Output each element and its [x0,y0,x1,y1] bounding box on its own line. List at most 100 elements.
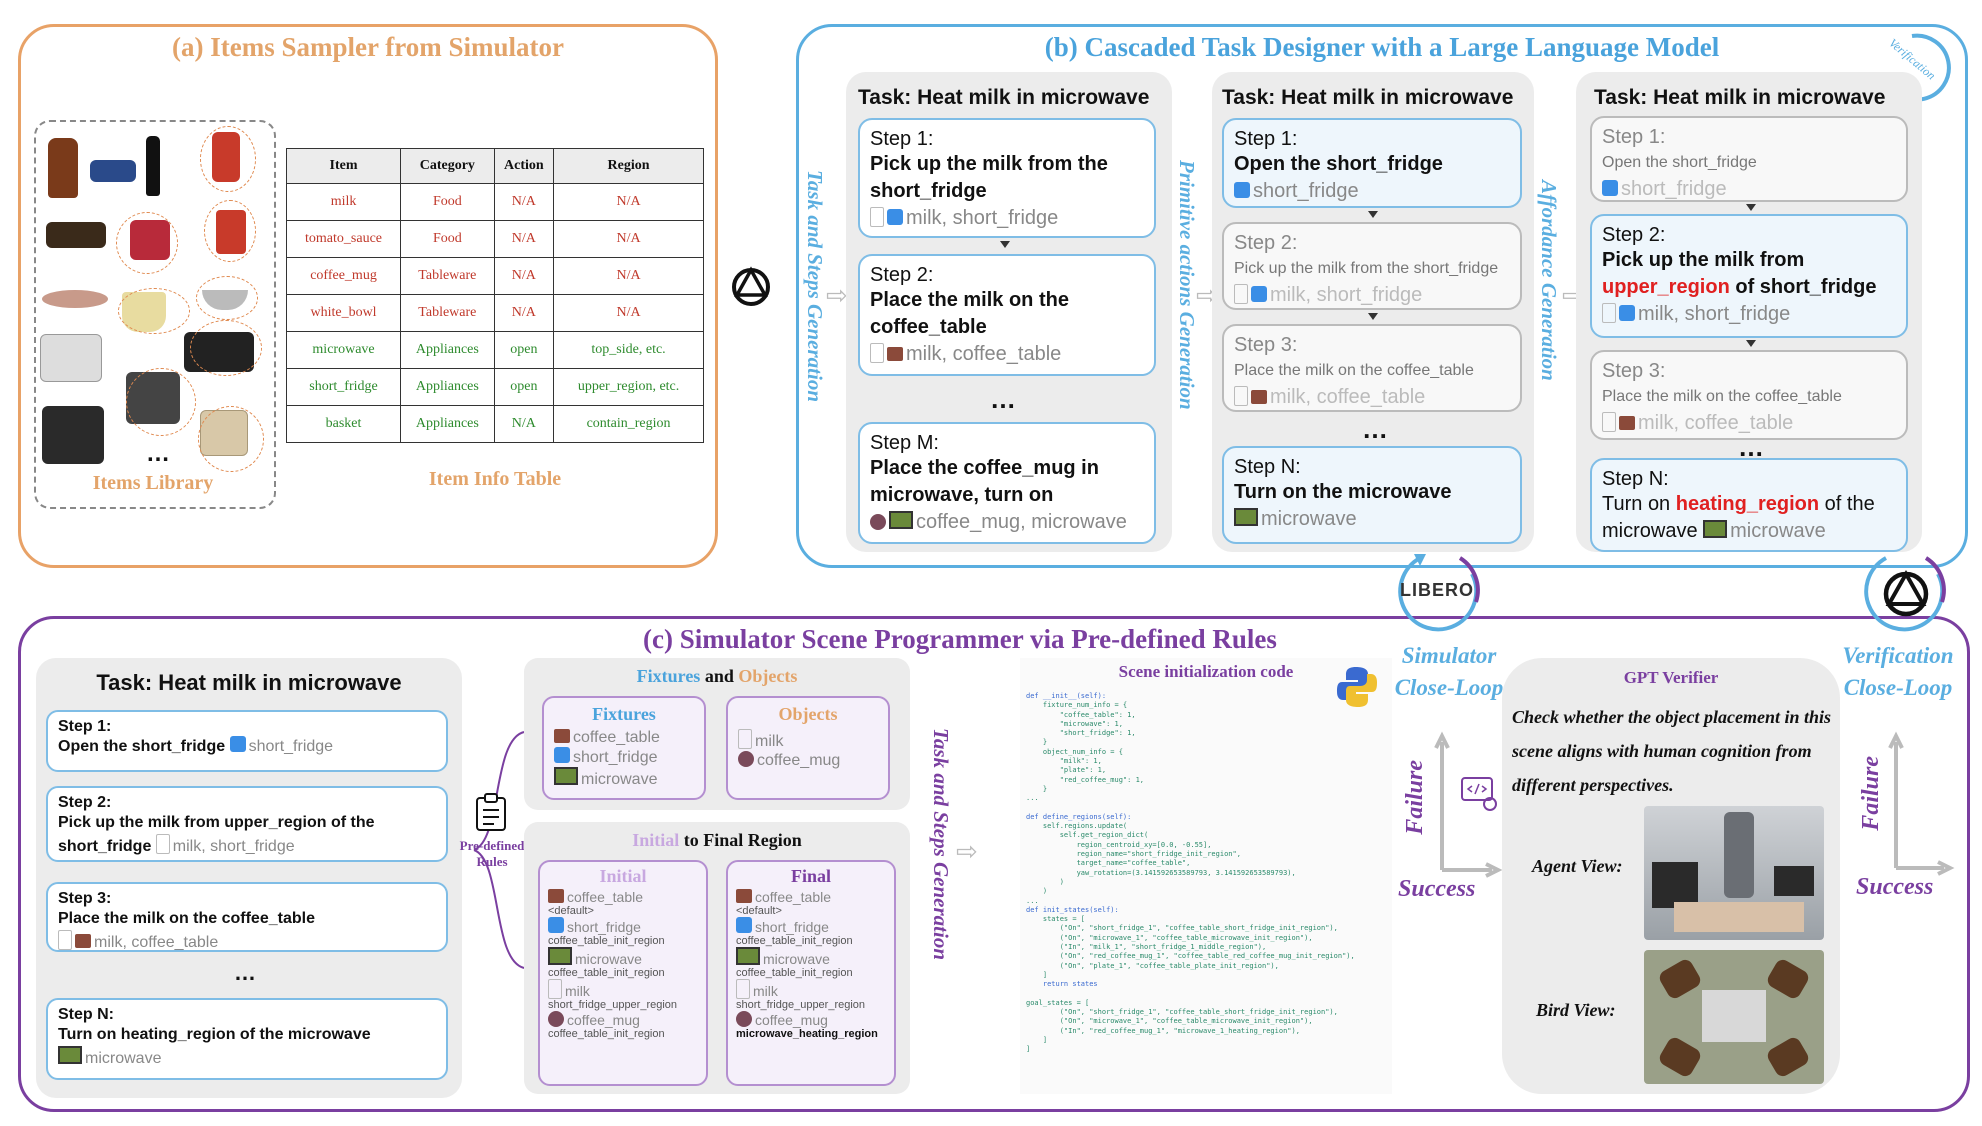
code-line: yaw_rotation=(3.141592653589793, 3.14159… [1026,868,1296,877]
step-label: Step 3: [1234,334,1298,356]
region-object-name: coffee_table [567,889,644,905]
step-label: Step N: [1602,468,1669,490]
ellipsis: … [1362,414,1388,444]
mug-icon [548,1011,564,1027]
primitive-actions-generation-label: Primitive actions Generation [1175,160,1199,410]
chair-shape [1764,1035,1812,1079]
region-name: short_fridge_upper_region [548,999,678,1011]
region-name: microwave_heating_region [736,1028,878,1040]
code-line: ("On", "microwave_1", "coffee_table_micr… [1026,933,1313,942]
step-objects: milk, coffee_table [1602,412,1896,435]
highlight-circle [190,320,262,376]
step-objects-text: milk, short_fridge [1638,303,1791,325]
butter-box-image [46,222,106,248]
panel-b-frame [796,24,1968,568]
step-objects: milk, short_fridge [1234,284,1510,307]
step-objects-text: milk, short_fridge [906,207,1059,229]
microwave-icon [889,511,913,529]
step-label: Step 2: [1602,224,1666,246]
step-label: Step 3: [58,890,112,907]
step-objects: milk, coffee_table [58,930,436,952]
step-label: Step 1: [1602,126,1666,148]
table-header-cell: Category [400,148,495,184]
table-cell: N/A [493,220,555,258]
panel-a-frame [18,24,718,568]
step-card: Step 3: Place the milk on the coffee_tab… [1590,350,1908,440]
table-icon [75,934,91,948]
object-item: milk [738,729,878,751]
region-name: coffee_table_init_region [548,1028,665,1040]
chair-shape [1764,957,1812,1001]
step-card: Step N: Turn on heating_region of the mi… [46,998,448,1080]
table-cell: N/A [553,294,704,332]
table-cell: open [493,368,555,406]
region-object-name: microwave [575,951,642,967]
gpt-verifier-prompt: Check whether the object placement in th… [1512,707,1831,795]
code-line: "coffee_table": 1, [1026,710,1136,719]
step-card: Step 3: Place the milk on the coffee_tab… [1222,324,1522,412]
item-info-table-label: Item Info Table [428,468,562,490]
title-objects: Objects [738,666,798,686]
table-header-cell: Action [493,148,555,184]
fridge-cube-icon [1251,286,1267,302]
table-cell: Tableware [400,294,495,332]
step-card: Step 1: Open the short_fridge short_frid… [1222,118,1522,208]
fixtures-heading: Fixtures [592,704,656,724]
bird-view-image [1644,950,1824,1084]
table-cell: top_side, etc. [553,331,704,369]
initial-region-box: Initial coffee_table<default>short_fridg… [538,860,708,1086]
code-line: ... [1026,896,1039,905]
fridge-cube-icon [229,736,246,752]
code-panel [1020,658,1392,1094]
code-line [1026,804,1355,813]
code-line: return states [1026,980,1098,989]
code-line: ("On", "microwave_1", "coffee_table_micr… [1026,1017,1313,1026]
step-card: Step N: Turn on heating_region of the mi… [1590,458,1908,552]
plate-image [42,290,108,308]
table-cell: N/A [553,220,704,258]
initial-heading: Initial [599,866,647,886]
highlight-circle [126,368,196,436]
step-objects-text: microwave [1730,520,1826,542]
code-line: def __init__(self): [1026,692,1107,700]
code-line: ] [1026,1035,1048,1044]
fridge-cube-icon [736,917,752,933]
microwave-icon [548,947,572,965]
step-card: Step 2: Pick up the milk from the short_… [1222,222,1522,310]
code-line: region_name="short_fridge_init_region", [1026,850,1241,859]
step-card: Step 1: Pick up the milk from the short_… [858,118,1156,238]
verification-close-loop-label: Verification Close-Loop [1842,643,1954,700]
step-card: Step M: Place the coffee_mug in microwav… [858,422,1156,544]
region-object-name: milk [753,983,778,999]
step-objects-text: milk, short_fridge [172,838,295,855]
mug-icon [738,751,754,767]
table-cell: Appliances [400,331,495,369]
table-cell: N/A [493,257,555,295]
final-heading: Final [790,866,831,886]
region-name: <default> [548,905,594,917]
fridge-cube-icon [1619,305,1635,321]
step-text-part: Turn on [1602,493,1671,515]
box-image [90,160,136,182]
table-cell: upper_region, etc. [553,368,704,406]
step-objects-text: milk, coffee_table [1638,412,1794,434]
table-cell: Tableware [400,257,495,295]
step-text: Turn on the microwave [1234,481,1452,503]
milk-icon [58,930,72,950]
code-screen-icon [1461,777,1497,811]
mug-icon [870,514,886,530]
code-line: "plate": 1, [1026,766,1107,775]
step-label: Step 2: [1234,232,1298,254]
step-objects: milk, short_fridge [870,207,1144,230]
table-cell: short_fridge [285,368,402,406]
step-objects: milk, coffee_table [1234,386,1510,409]
table-icon [1619,416,1635,430]
